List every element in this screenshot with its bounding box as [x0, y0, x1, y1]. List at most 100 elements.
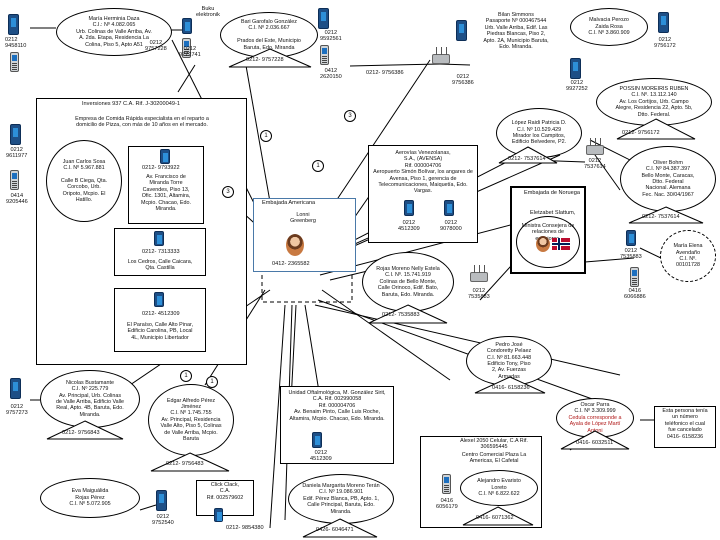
lonni-name: Lonni Greenberg	[290, 212, 316, 225]
possin-label: 0212- 9756172	[622, 130, 660, 136]
node-lopez-raidi: López Raidi Patricia D. C.I. Nº 10.529.4…	[496, 108, 582, 158]
noruega-phone: 0212 7535883	[620, 248, 642, 260]
phone-icon	[214, 508, 223, 522]
bilan-phone: 0212 9756386	[452, 74, 474, 86]
unidad-oftalmologica-box	[280, 386, 394, 464]
possin-label-shape	[616, 118, 696, 140]
node-daniela-moreno: Daniela Margarita Moreno Terán C.I. Nº 1…	[288, 474, 394, 524]
node-maria-daza: María Herminia Daza C.I.: Nº 4.082.065 U…	[56, 8, 172, 56]
phone-icon	[626, 230, 636, 246]
nicolas-phone: 0212 9757273	[6, 404, 28, 416]
lopez-phone: 0212 7537614	[584, 158, 606, 170]
norway-flag-icon	[552, 238, 570, 250]
sub2-text: Los Cedros, Calle Caicara, Qta. Castilla	[127, 259, 193, 272]
rojas-label: 0212- 7535883	[382, 312, 420, 318]
phone-icon	[312, 432, 322, 448]
rojas-label-shape	[368, 304, 448, 324]
link-count-badge: 3	[344, 110, 356, 122]
phone-icon	[154, 231, 164, 246]
bari-label: 0212- 9757228	[246, 57, 284, 63]
cellphone-icon	[10, 52, 19, 72]
node-bilan-simmons: Bilan Simmons Pasaporte Nº 000467544 Urb…	[483, 12, 549, 50]
phone-icon	[658, 12, 669, 33]
sub2-label: 0212- 7313333	[142, 249, 180, 255]
aerovias-phone-b: 0212 9078000	[440, 220, 462, 232]
node-alejandro-evaristo: Alejandro Evaristo Loreto C.I. Nº 6.822.…	[460, 470, 538, 506]
maria-phone: 0212 9458110	[5, 37, 27, 49]
phone-icon	[156, 490, 167, 511]
daniela-label-shape	[302, 518, 378, 538]
unidad-text: Unidad Oftalmológica, M. González Sirit,…	[288, 390, 386, 422]
oliver-label-shape	[628, 206, 704, 224]
phone-icon	[10, 378, 21, 399]
node-malvacia-perozo: Malvacia Perozo Zaida Rosa C.I. Nº 3.860…	[570, 8, 648, 46]
juan-phone: 0212 9611977	[6, 147, 28, 159]
phone-icon	[10, 124, 21, 145]
node-rojas-moreno: Rojas Moreno Nelly Estela C.I. Nº. 15.74…	[362, 252, 454, 312]
click-clack-box	[196, 480, 254, 516]
eletzabet-avatar	[536, 236, 550, 252]
aerovias-phone-a: 0212 4512309	[398, 220, 420, 232]
phone-icon	[160, 149, 170, 164]
phone-top-a: 0212 9592561	[320, 30, 342, 42]
cellphone-icon	[442, 474, 451, 494]
aerovias-box	[368, 145, 478, 243]
embajada-americana-box	[253, 198, 356, 272]
phone-icon	[456, 20, 467, 41]
node-maria-elena: María Elena Avendaño C.I. Nº. 00101728	[660, 230, 716, 282]
buku-label: Buku elektronik	[196, 6, 220, 18]
possin-phone: 0212 9927252	[566, 80, 588, 92]
sub3-text: El Paraíso, Calle Alto Pinar, Edificio C…	[127, 322, 193, 341]
alexel-label-shape	[462, 506, 534, 526]
rojas-phone: 0212 7535883	[468, 288, 490, 300]
link-count-badge: 1	[180, 370, 192, 382]
pedro-label-shape	[474, 376, 546, 394]
oliver-label: 0212- 7537614	[642, 214, 680, 220]
phone-icon	[8, 14, 19, 35]
daniela-label: 0426- 6046471	[316, 527, 354, 533]
node-eva-maigualida: Eva Maiguálida Rojas Pérez C.I. Nº 5.072…	[40, 478, 140, 518]
embajada-americana-label: 0412- 2365582	[272, 261, 310, 267]
pedro-label: 0416- 6158236	[492, 385, 530, 391]
lopez-label: 0212- 7537614	[508, 156, 546, 162]
bari-phone-a: 0212 9757228	[145, 40, 167, 52]
alexel-title: Alexel 2050 Celular, C.A Rif. 306595445	[460, 438, 528, 451]
node-possin-moreiris: POSSIN MOREIRIS RUBEN C.I. Nº. 13.112.14…	[596, 78, 712, 126]
click-clack-label: 0212- 9854380	[226, 525, 264, 531]
bari-label-shape	[228, 48, 312, 68]
sub1-text: Av. Francisco de Miranda Torre Cavendes,…	[140, 174, 192, 212]
cellphone-icon	[320, 45, 329, 65]
bilan-label: 0212- 9756386	[366, 70, 404, 76]
router-icon	[432, 47, 450, 64]
noruega-cell: 0416 6066886	[624, 288, 646, 300]
cellphone-icon	[10, 170, 19, 190]
phone-icon	[154, 292, 164, 307]
juan-cell: 0414 9205446	[6, 193, 28, 205]
alexel-label: 0416- 6071362	[476, 515, 514, 521]
phone-icon	[404, 200, 414, 216]
inversiones-title: Inversiones 937 C.A. Rif. J-30200049-1	[82, 101, 180, 107]
lopez-label-shape	[498, 146, 558, 164]
bari-phone-b: 0212 9772741	[179, 46, 201, 58]
phone-icon	[570, 58, 581, 79]
node-nicolas-bustamante: Nicolas Bustamante C.I. Nº 225.779 Av. P…	[40, 370, 140, 428]
noruega-title: Embajada de Noruega	[524, 190, 580, 196]
edgar-label-shape	[150, 452, 230, 472]
router-icon	[586, 138, 604, 155]
link-count-badge: 1	[206, 376, 218, 388]
nicolas-label: 0212- 9756843	[62, 430, 100, 436]
sub3-label: 0212- 4512309	[142, 311, 180, 317]
alexel-cell: 0416 6056179	[436, 498, 458, 510]
aerovias-text: Aerovías Venezolanas, S.A., (AVENSA) Rif…	[373, 150, 473, 195]
link-count-badge: 3	[222, 186, 234, 198]
cancelled-note-text: Esta persona tenía un número teléfonico …	[662, 408, 708, 440]
malvacia-phone: 0212 9756172	[654, 37, 676, 49]
router-icon	[470, 265, 488, 282]
link-count-badge: 1	[312, 160, 324, 172]
noruega-name: Eletzabet Slattum,	[530, 210, 576, 216]
phone-icon	[182, 18, 192, 34]
unidad-phone: 0212 4512309	[310, 450, 332, 462]
node-edgar-perez: Edgar Alfredo Pérez Jiménez C.I. Nº 1.74…	[148, 384, 234, 456]
oscar-label-shape	[560, 430, 630, 450]
cancelled-note	[654, 406, 716, 448]
